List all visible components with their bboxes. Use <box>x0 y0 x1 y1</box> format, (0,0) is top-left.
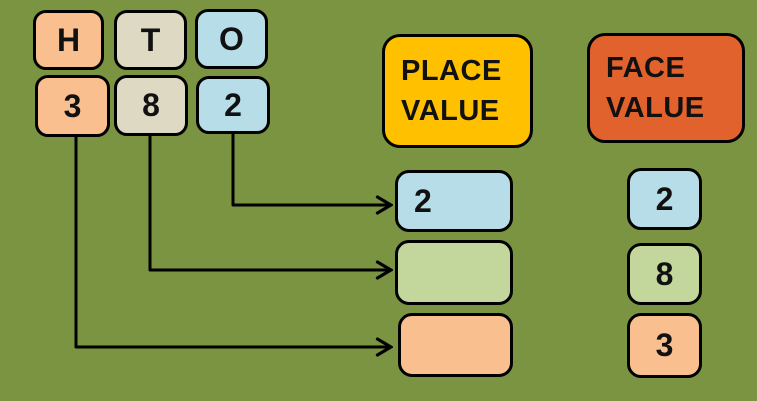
face-value-hundreds-value: 3 <box>655 327 674 363</box>
arrow-tens-digit-to-place-box <box>148 136 390 270</box>
arrow-ones-digit-to-place-box <box>231 134 390 205</box>
column-header-ones-label: O <box>219 20 244 57</box>
column-header-hundreds: H <box>33 10 104 70</box>
face-value-tens-value: 8 <box>655 255 674 292</box>
face-value-box-tens: 8 <box>627 243 702 305</box>
place-value-title: PLACE VALUE <box>401 55 502 127</box>
place-value-box-ones: 2 <box>395 170 513 232</box>
digit-ones: 2 <box>196 76 270 134</box>
column-header-hundreds-label: H <box>56 21 81 58</box>
face-value-box-ones: 2 <box>627 168 702 230</box>
face-value-title: FACE VALUE <box>606 52 705 124</box>
digit-hundreds-value: 3 <box>63 87 82 124</box>
digit-hundreds: 3 <box>35 75 110 137</box>
arrow-hundreds-digit-to-place-box <box>74 137 390 347</box>
place-value-box-tens <box>395 240 513 305</box>
place-value-header: PLACE VALUE <box>382 34 533 148</box>
column-header-ones: O <box>195 9 268 69</box>
face-value-header: FACE VALUE <box>587 33 745 143</box>
column-header-tens: T <box>114 10 187 70</box>
face-value-box-hundreds: 3 <box>627 313 702 378</box>
digit-tens: 8 <box>114 75 188 136</box>
digit-tens-value: 8 <box>142 87 160 123</box>
place-value-box-hundreds <box>398 313 513 377</box>
column-header-tens-label: T <box>140 21 161 58</box>
digit-ones-value: 2 <box>224 86 242 123</box>
place-value-ones-value: 2 <box>414 182 432 219</box>
face-value-ones-value: 2 <box>655 180 674 217</box>
